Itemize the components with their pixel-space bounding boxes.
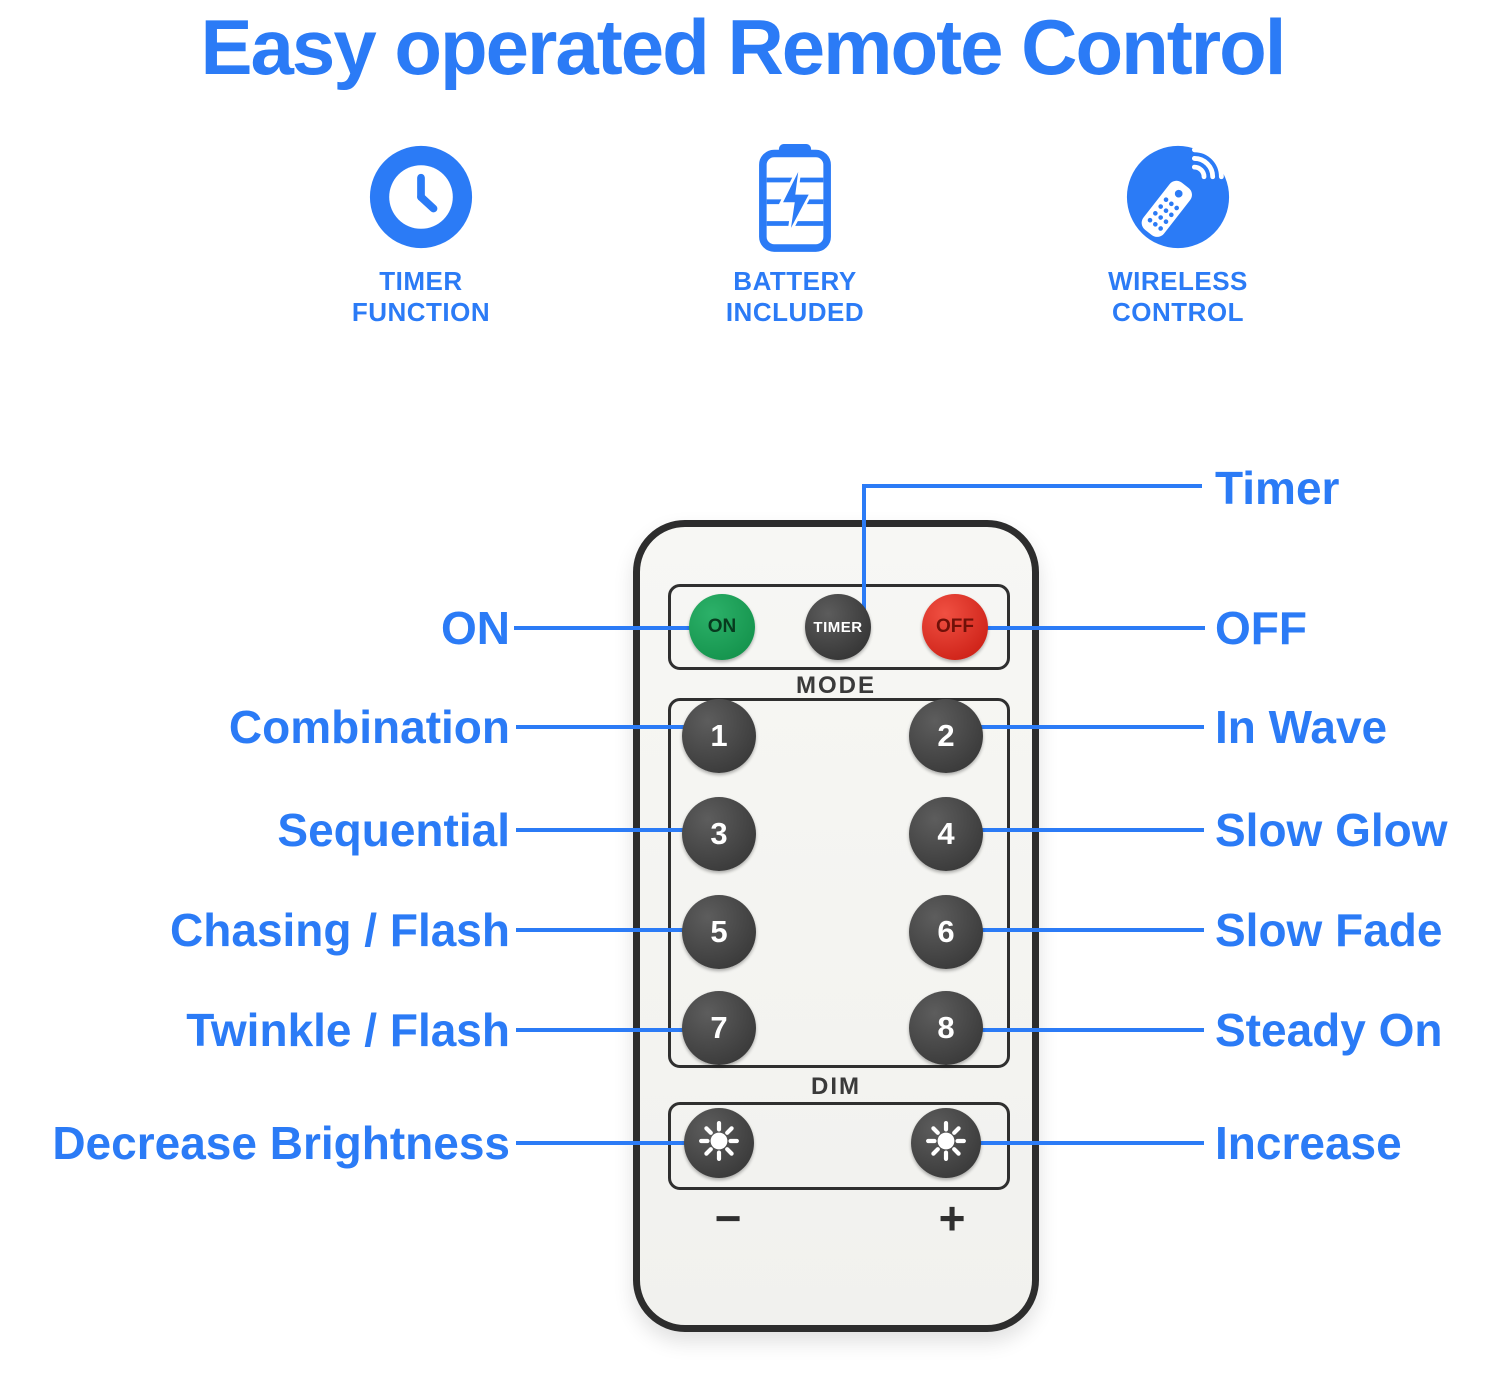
label-slow-glow: Slow Glow [1215,804,1448,856]
brightness-icon [925,1120,967,1167]
mode-button-7[interactable]: 7 [682,991,756,1065]
clock-icon [301,138,541,256]
remote-control: ON TIMER OFF MODE 1 2 3 4 5 6 7 8 DIM [633,520,1039,1332]
label-off: OFF [1215,602,1307,654]
connector-line-steady-on [946,1028,1204,1032]
wireless-remote-icon [1058,138,1298,256]
battery-icon [675,138,915,256]
label-on: ON [441,602,510,654]
brightness-icon [698,1120,740,1167]
timer-button[interactable]: TIMER [805,594,871,660]
connector-line-timer-v [862,484,866,612]
connector-line-on [514,626,722,630]
label-in-wave: In Wave [1215,701,1388,753]
mode-button-6[interactable]: 6 [909,895,983,969]
mode-section-outline [668,698,1010,1068]
label-decrease-brightness: Decrease Brightness [52,1117,510,1169]
connector-line-decrease [516,1141,720,1145]
connector-line-in-wave [946,725,1204,729]
page-title: Easy operated Remote Control [200,3,1287,91]
feature-wireless-control: WIRELESS CONTROL [1058,138,1298,328]
connector-line-chasing-flash [516,928,720,932]
feature-caption-line1: WIRELESS [1108,266,1248,296]
plus-sign: + [938,1192,966,1244]
on-button[interactable]: ON [689,594,755,660]
connector-line-sequential [516,828,720,832]
connector-line-slow-glow [946,828,1204,832]
dim-section-label: DIM [811,1073,861,1100]
connector-line-increase [946,1141,1204,1145]
mode-section-label: MODE [796,672,876,699]
mode-button-5[interactable]: 5 [682,895,756,969]
label-twinkle-flash: Twinkle / Flash [186,1004,510,1056]
feature-timer-function: TIMER FUNCTION [301,138,541,328]
dim-section-outline [668,1102,1010,1190]
feature-caption-line1: TIMER [379,266,463,296]
label-sequential: Sequential [277,804,510,856]
label-chasing-flash: Chasing / Flash [170,904,510,956]
label-timer: Timer [1215,462,1340,514]
label-combination: Combination [228,701,510,753]
feature-caption: BATTERY INCLUDED [675,266,915,328]
connector-line-combination [516,725,720,729]
feature-caption-line1: BATTERY [733,266,857,296]
connector-line-twinkle-flash [516,1028,720,1032]
mode-button-2[interactable]: 2 [909,699,983,773]
connector-line-off [955,626,1205,630]
mode-button-4[interactable]: 4 [909,797,983,871]
label-increase: Increase [1215,1117,1402,1169]
minus-sign: − [714,1192,742,1244]
feature-caption: WIRELESS CONTROL [1058,266,1298,328]
feature-caption-line2: INCLUDED [725,297,865,327]
feature-caption: TIMER FUNCTION [301,266,541,328]
dim-decrease-button[interactable] [684,1108,754,1178]
feature-caption-line2: CONTROL [1111,297,1245,327]
label-slow-fade: Slow Fade [1215,904,1443,956]
feature-caption-line2: FUNCTION [351,297,491,327]
label-steady-on: Steady On [1215,1004,1443,1056]
feature-battery-included: BATTERY INCLUDED [675,138,915,328]
mode-button-1[interactable]: 1 [682,699,756,773]
mode-button-3[interactable]: 3 [682,797,756,871]
connector-line-slow-fade [946,928,1204,932]
dim-increase-button[interactable] [911,1108,981,1178]
off-button[interactable]: OFF [922,594,988,660]
mode-button-8[interactable]: 8 [909,991,983,1065]
connector-line-timer-h [862,484,1202,488]
